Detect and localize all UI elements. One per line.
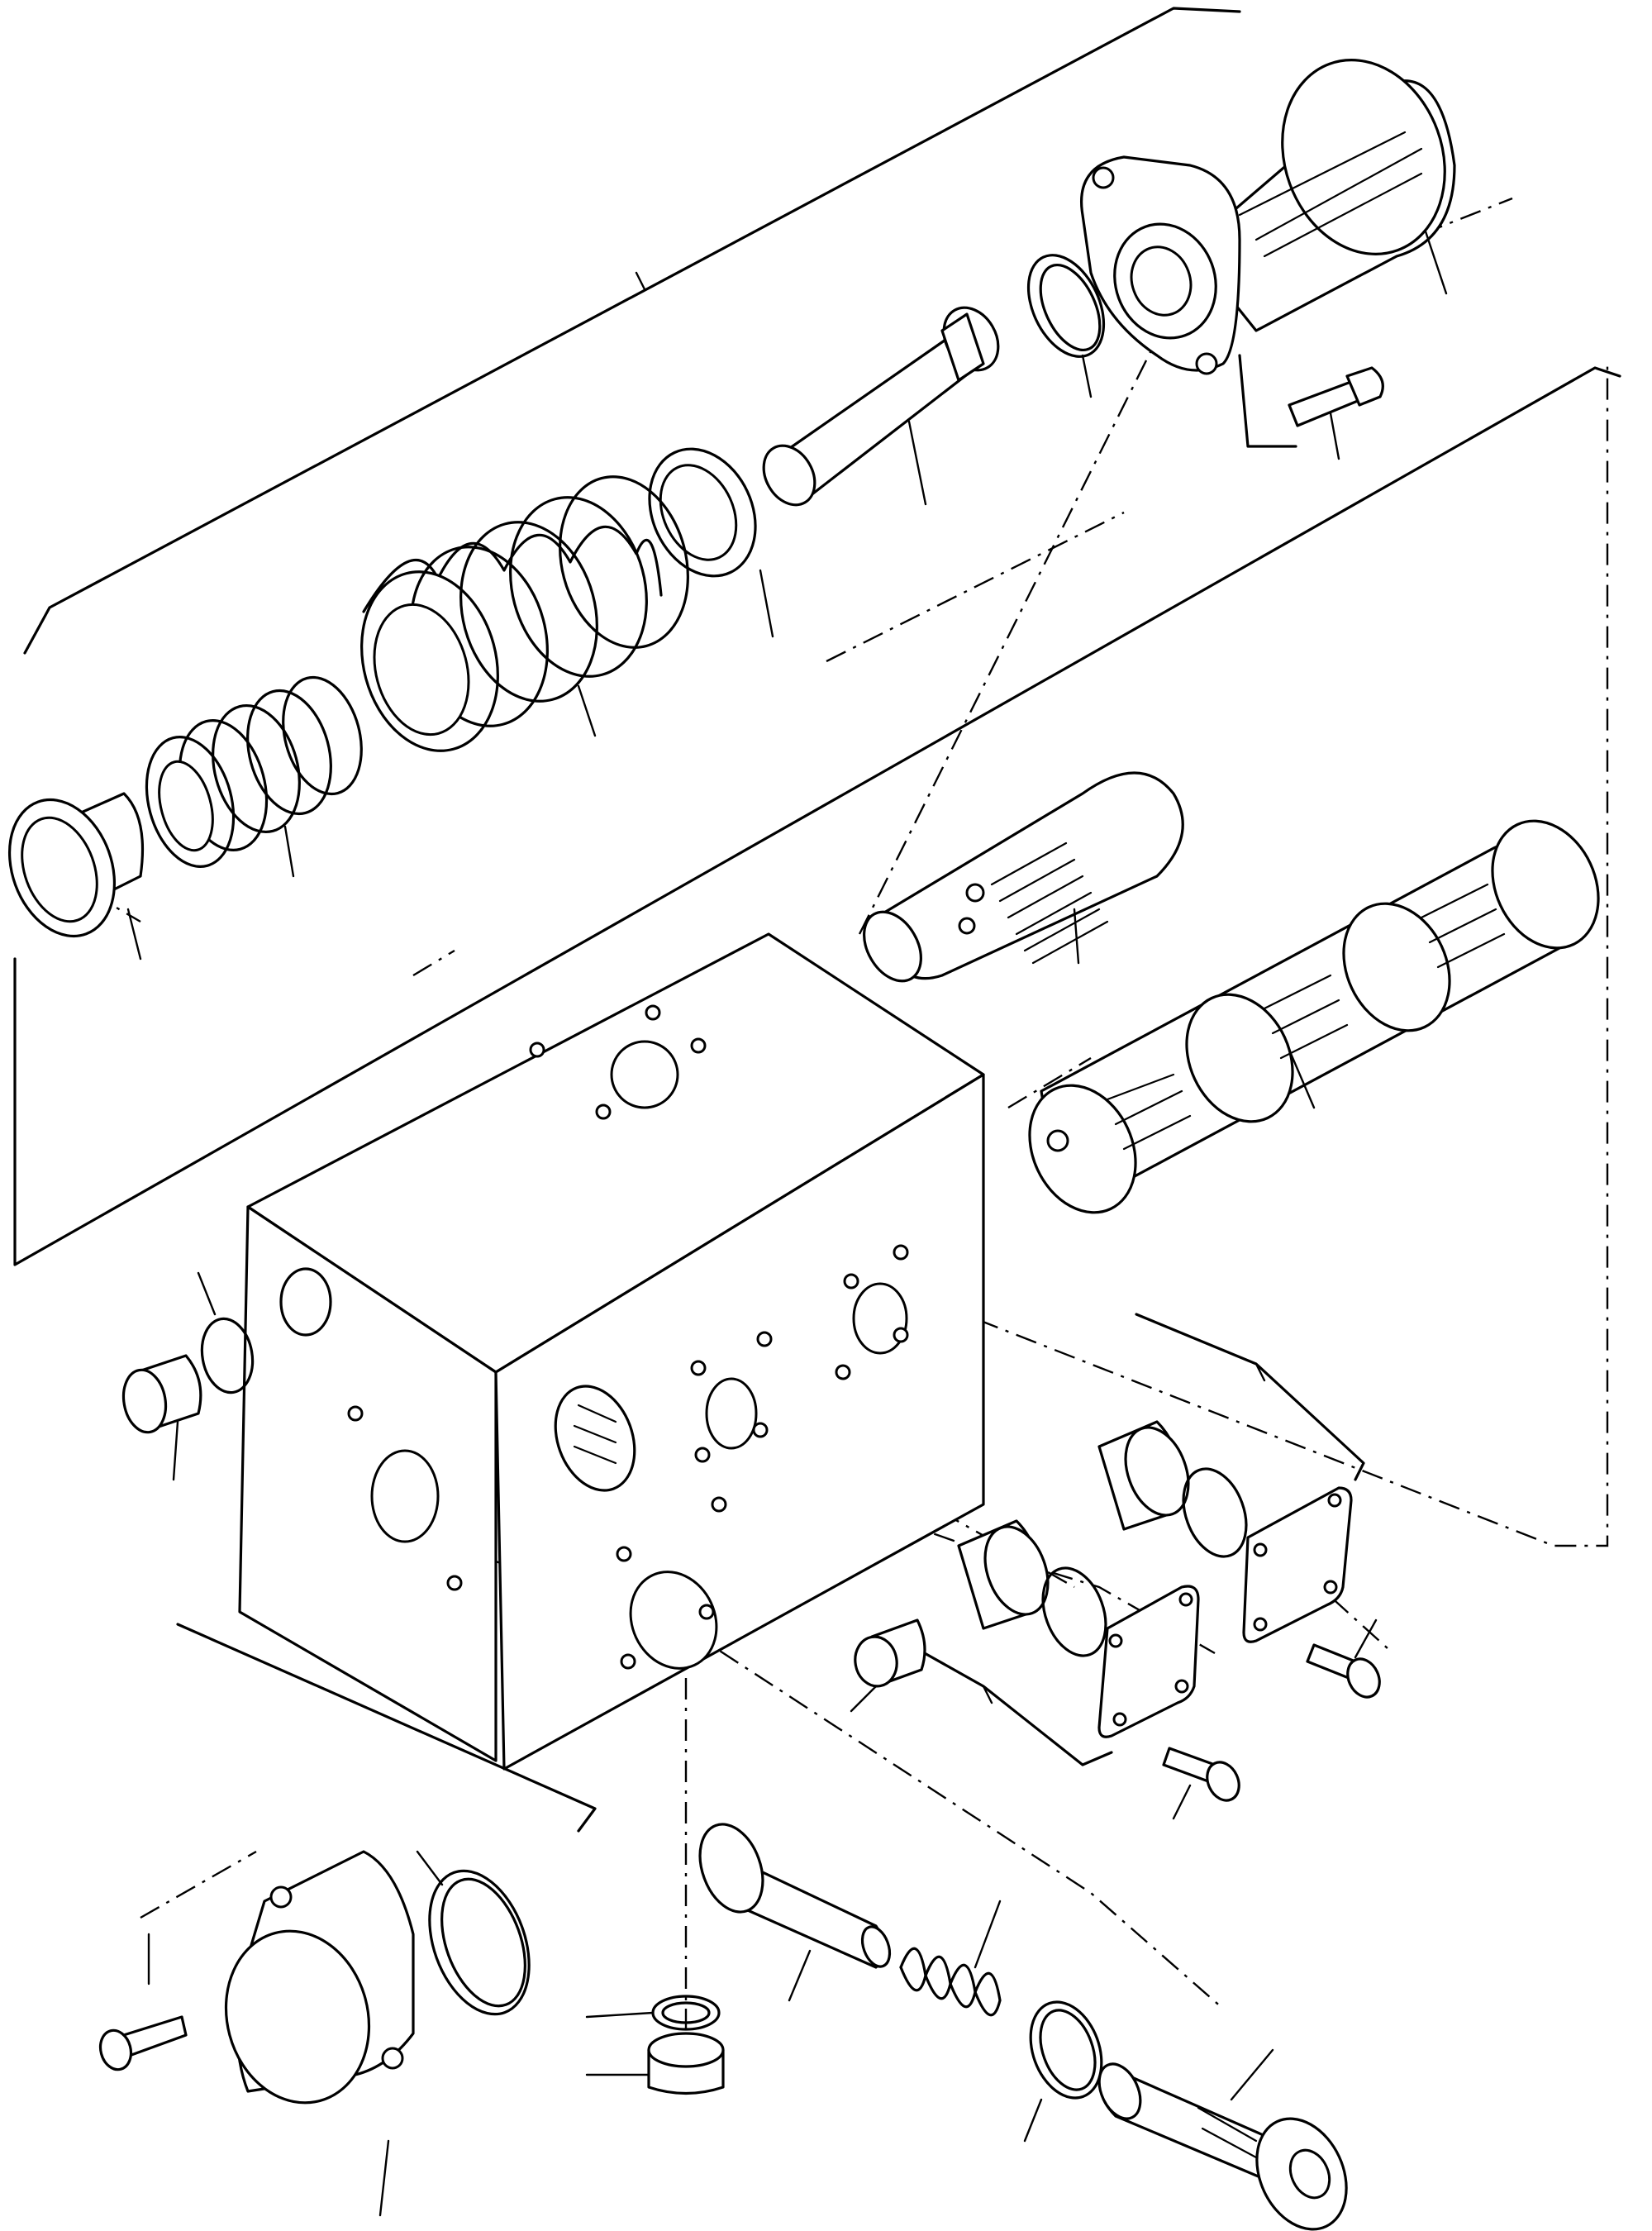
piston xyxy=(698,1823,892,2002)
seat-o-rings xyxy=(1041,1467,1248,1657)
check-spring xyxy=(899,1900,1002,2017)
seat-upper xyxy=(1097,1420,1190,1531)
end-cap xyxy=(7,792,145,961)
cover-screw-upper xyxy=(1306,1618,1381,1699)
seat-lower xyxy=(957,1519,1050,1630)
flange-screw xyxy=(98,1933,188,2071)
flange-o-ring xyxy=(416,1850,531,2016)
small-spring xyxy=(145,675,363,878)
cover-plate-lower xyxy=(1097,1585,1200,1738)
assembly-brackets xyxy=(13,7,1621,1833)
block-drain-plug xyxy=(850,1618,926,1713)
spool xyxy=(762,306,1000,507)
cover-plate-upper xyxy=(1242,1486,1353,1643)
solenoid-o-ring xyxy=(1026,254,1106,398)
spring-cup xyxy=(648,447,774,638)
adjuster xyxy=(1097,2048,1348,2231)
spool-o-ring xyxy=(1023,2000,1103,2143)
sealing-washer xyxy=(585,1995,721,2031)
cartridge-valve xyxy=(863,771,1184,983)
valve-block xyxy=(238,932,985,1771)
solenoid-screw xyxy=(1288,366,1384,460)
cover-screw-lower xyxy=(1162,1747,1240,1820)
main-spool xyxy=(1028,819,1600,1214)
flange-cover xyxy=(224,1850,415,2217)
solenoid xyxy=(1080,59,1456,375)
large-spring xyxy=(360,475,689,752)
plug-screw xyxy=(585,2032,725,2095)
block-plug xyxy=(121,1271,255,1481)
